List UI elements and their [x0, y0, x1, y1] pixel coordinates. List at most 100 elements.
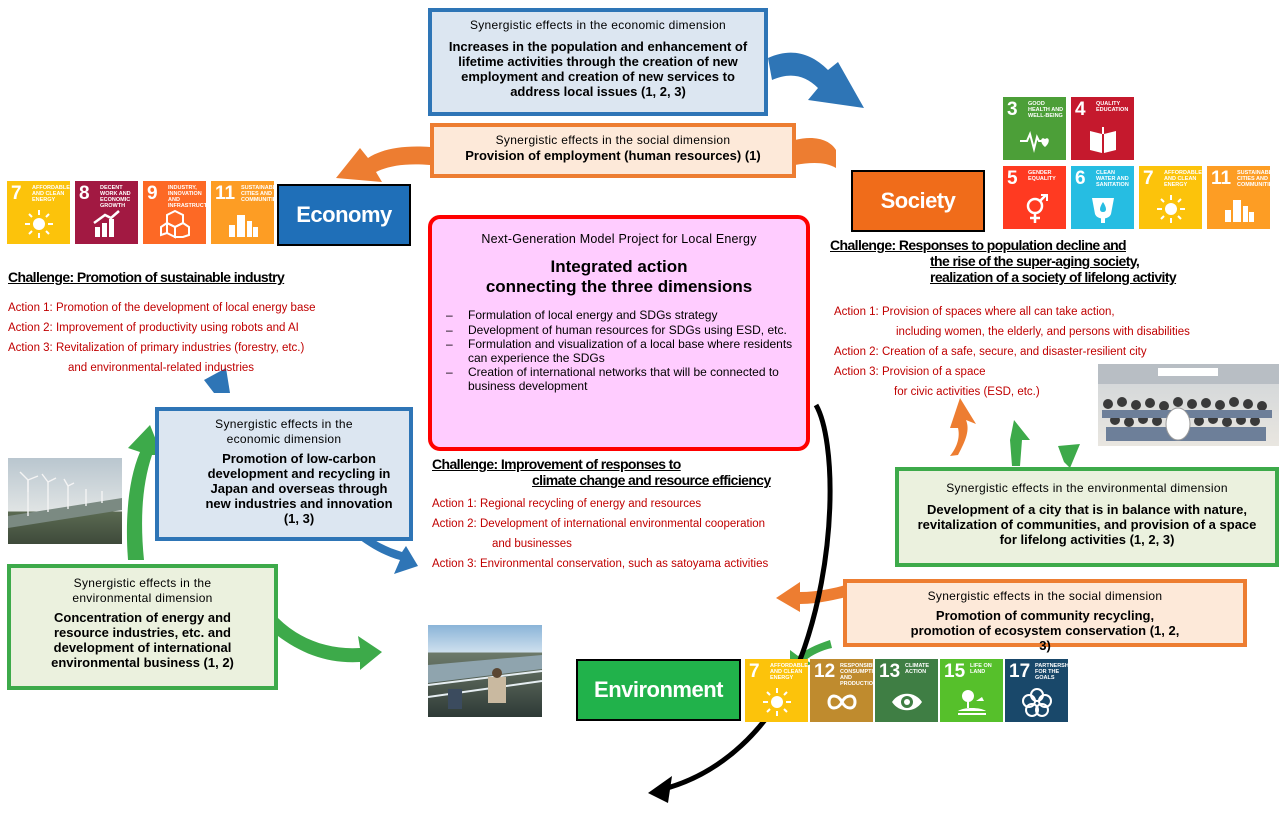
sdg-goal-17-tile: 17Partnerships for the goals	[1005, 659, 1078, 722]
env-synergy-right-box: Synergistic effects in the environmental…	[895, 467, 1279, 567]
sdg-goal-number: 12	[814, 661, 836, 682]
env-synergy-left-main: Concentration of energy and resource ind…	[51, 610, 234, 670]
buildings-icon	[1225, 200, 1254, 222]
sdg-goal-4-tile: 4Quality education	[1071, 97, 1134, 160]
sdg-goal-label: Responsible consumption and production	[840, 663, 882, 687]
sdg-goal-label: Sustainable cities and communities	[241, 185, 281, 203]
society-dimension-label: Society	[851, 170, 985, 232]
econ-synergy-left-sub: Synergistic effects in the economic dime…	[215, 417, 353, 446]
center-bullet: – Formulation of local energy and SDGs st…	[442, 308, 796, 323]
sdg-goal-label: Sustainable cities and communities	[1237, 170, 1277, 188]
environment-actions: Action 1: Regional recycling of energy a…	[432, 494, 768, 574]
sdg-goal-number: 9	[147, 183, 158, 204]
social-synergy-top-main: Provision of employment (human resources…	[465, 148, 761, 163]
wind-turbine-photo	[8, 458, 122, 544]
sdg-goal-label: Clean water and sanitation	[1096, 170, 1129, 188]
arrow-center-down-head	[648, 776, 672, 803]
center-bullet-text: Formulation and visualization of a local…	[468, 337, 793, 365]
arrow-society-to-economy	[336, 138, 836, 182]
env-synergy-right-main: Development of a city that is in balance…	[917, 502, 1257, 547]
center-title: Next-Generation Model Project for Local …	[481, 232, 757, 246]
econ-synergy-top-box: Synergistic effects in the economic dime…	[428, 8, 768, 116]
arrow-econ-to-society	[768, 52, 864, 108]
sdg-goal-7-tile: 7 Affordable and clean energy	[7, 181, 70, 244]
center-bullet-text: Creation of international networks that …	[468, 365, 779, 393]
social-synergy-right-sub: Synergistic effects in the social dimens…	[927, 589, 1163, 603]
sun-icon	[1157, 195, 1185, 223]
center-integrated-action-box: Next-Generation Model Project for Local …	[428, 215, 810, 451]
sdg-goal-label: Affordable and clean energy	[770, 663, 808, 681]
social-synergy-top-box: Synergistic effects in the social dimens…	[430, 123, 796, 178]
sdg-goal-number: 7	[11, 183, 22, 204]
society-action-3: Action 3: Provision of a space	[834, 366, 986, 378]
sdg-goal-label: Good health and well-being	[1028, 101, 1064, 119]
environment-action-2: Action 2: Development of international e…	[432, 518, 766, 530]
center-heading-l1: Integrated action	[550, 257, 688, 276]
tree-icon	[958, 690, 986, 715]
sdg-goal-number: 4	[1075, 99, 1086, 120]
buildings-icon	[229, 215, 258, 237]
sun-icon	[25, 210, 53, 238]
society-challenge-l3: realization of a society of lifelong act…	[930, 269, 1177, 285]
bullet-dash: –	[446, 308, 453, 322]
sdg-goal-7-tile: 7 Affordable and clean energy	[745, 659, 808, 722]
sdg-goal-label: Industry, innovation and infrastructure	[168, 185, 219, 209]
sdg-goal-label: Affordable and clean energy	[1164, 170, 1202, 188]
sdg-goal-number: 7	[1143, 168, 1154, 189]
sdg-goal-label: Gender equality	[1028, 170, 1056, 182]
center-bullet: – Creation of international networks that…	[442, 365, 796, 393]
sdg-goal-label: Climate action	[905, 663, 930, 675]
center-bullet-text: Development of human resources for SDGs …	[468, 322, 787, 337]
econ-synergy-left-box: Synergistic effects in the economic dime…	[155, 407, 413, 541]
center-heading-l2: connecting the three dimensions	[485, 277, 753, 296]
bullet-dash: –	[446, 365, 453, 379]
environment-challenge-l1: Challenge: Improvement of responses to	[432, 456, 681, 472]
sdg-goal-label: Affordable and clean energy	[32, 185, 70, 203]
sdg-goal-3-tile: 3Good health and well-being	[1003, 97, 1066, 160]
sdg-goal-number: 11	[1211, 168, 1232, 189]
gender-icon	[1026, 194, 1048, 223]
bullet-dash: –	[446, 337, 453, 351]
sdg-goal-number: 6	[1075, 168, 1086, 189]
sdg-goal-number: 13	[879, 661, 901, 682]
sun-icon	[763, 688, 791, 716]
economy-action-1: Action 1: Promotion of the development o…	[8, 302, 316, 314]
society-action-3-cont: for civic activities (ESD, etc.)	[894, 386, 1040, 398]
sdg-goal-number: 5	[1007, 168, 1018, 189]
sdg-goal-7-tile: 7 Affordable and clean energy	[1139, 166, 1202, 229]
economy-actions: Action 1: Promotion of the development o…	[8, 298, 316, 378]
sdg-goal-number: 8	[79, 183, 90, 204]
eye-icon	[892, 693, 922, 711]
heartbeat-icon	[1020, 130, 1049, 153]
sdg-goal-label: Decent work and economic growth	[100, 185, 131, 209]
sdg-goal-number: 17	[1009, 661, 1031, 682]
center-bullet: –Development of human resources for SDGs…	[442, 322, 796, 338]
sdg-goal-8-tile: 8 Decent work and economic growth	[75, 181, 138, 244]
sdg-goal-number: 15	[944, 661, 966, 682]
arrow-env-left	[126, 425, 382, 670]
sdg-goal-12-tile: 12Responsible consumption and production	[810, 659, 882, 722]
water-drop-icon	[1092, 198, 1114, 223]
econ-synergy-left-main: Promotion of low-carbon development and …	[205, 451, 393, 526]
environment-action-1: Action 1: Regional recycling of energy a…	[432, 498, 702, 510]
env-synergy-right-sub: Synergistic effects in the environmental…	[946, 481, 1228, 495]
sdg-goal-5-tile: 5 Gender equality	[1003, 166, 1066, 229]
sdg-goal-11-tile: 11 Sustainable cities and communities	[1207, 166, 1277, 229]
economy-action-2: Action 2: Improvement of productivity us…	[8, 322, 299, 334]
society-group-photo	[1098, 364, 1279, 446]
center-bullet: – Formulation and visualization of a loca…	[442, 337, 796, 365]
economy-action-3-cont: and environmental-related industries	[68, 362, 255, 374]
sdg-goal-number: 7	[749, 661, 760, 682]
environment-action-3: Action 3: Environmental conservation, su…	[432, 558, 769, 570]
sdg-goal-number: 11	[215, 183, 236, 204]
society-action-1: Action 1: Provision of spaces where all …	[834, 306, 1115, 318]
society-action-2: Action 2: Creation of a safe, secure, an…	[834, 346, 1147, 358]
environment-facility-photo	[428, 625, 542, 717]
society-challenge: Challenge: Responses to population decli…	[830, 237, 1177, 285]
economy-dimension-label: Economy	[277, 184, 411, 246]
society-actions: Action 1: Provision of spaces where all …	[834, 302, 1190, 402]
center-bullet-text: Formulation of local energy and SDGs str…	[468, 308, 718, 322]
sdg-goal-13-tile: 13 Climate action	[875, 659, 938, 722]
sdg-goal-6-tile: 6 Clean water and sanitation	[1071, 166, 1134, 229]
sdg-goal-label: Partnerships for the goals	[1035, 663, 1078, 681]
